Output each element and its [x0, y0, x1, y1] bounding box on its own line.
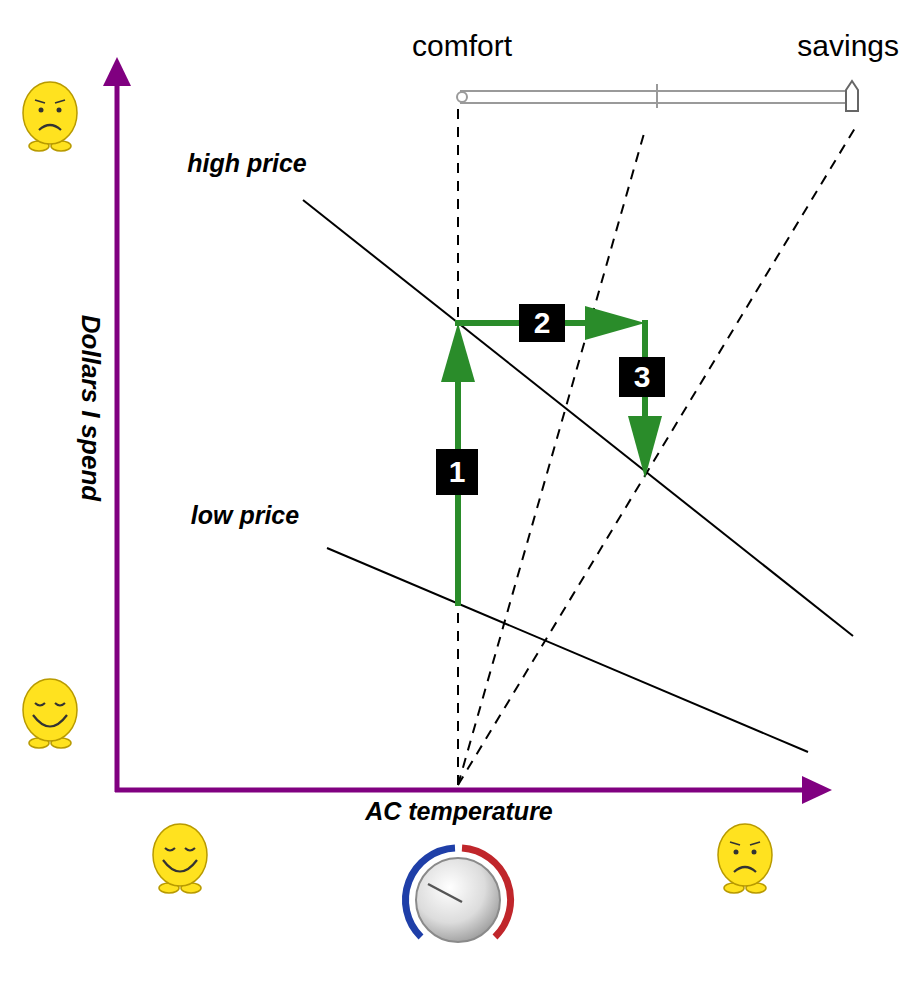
step-2-arrowhead [585, 306, 645, 340]
knob-needle [428, 884, 462, 902]
savings-ray [458, 128, 855, 785]
callout-box: 3 [619, 357, 665, 397]
axes [103, 57, 832, 804]
dashed-rays [458, 108, 855, 785]
callout-number: 1 [449, 457, 466, 487]
thermostat-knob [405, 848, 510, 942]
callout-number: 3 [634, 362, 651, 392]
low-price-line [327, 548, 808, 752]
callout-number: 2 [534, 308, 551, 338]
line-label: high price [187, 149, 306, 178]
sad-face-icon [718, 824, 772, 893]
sad-face-icon [23, 82, 77, 151]
axis-label: AC temperature [365, 797, 553, 826]
label-text: Dollars I spend [76, 315, 106, 501]
comfort-savings-scale [457, 81, 858, 111]
step-3-arrowhead [628, 416, 662, 478]
high-price-line [303, 200, 853, 636]
scale-end-label: savings [797, 29, 899, 64]
y-axis-arrowhead [103, 57, 131, 86]
comfort-ray [457, 108, 459, 785]
label-text: high price [187, 149, 306, 177]
line-label: low price [191, 501, 299, 530]
label-text: comfort [412, 29, 512, 62]
scale-tick [656, 84, 658, 108]
step-1-arrowhead [441, 323, 475, 382]
scale-knob [457, 92, 467, 102]
scale-end-label: comfort [412, 29, 512, 64]
happy-face-icon [153, 824, 207, 893]
axis-label: Dollars I spend [75, 315, 105, 501]
callout-box: 2 [519, 304, 565, 342]
x-axis [115, 788, 808, 793]
happy-face-icon [23, 679, 77, 748]
scale-marker [846, 81, 858, 111]
label-text: AC temperature [365, 797, 553, 825]
middle-ray [458, 130, 645, 785]
label-text: savings [797, 29, 899, 62]
knob-dial [416, 858, 500, 942]
callout-box: 1 [436, 449, 478, 495]
x-axis-arrowhead [802, 776, 832, 804]
label-text: low price [191, 501, 299, 529]
y-axis [115, 80, 120, 792]
